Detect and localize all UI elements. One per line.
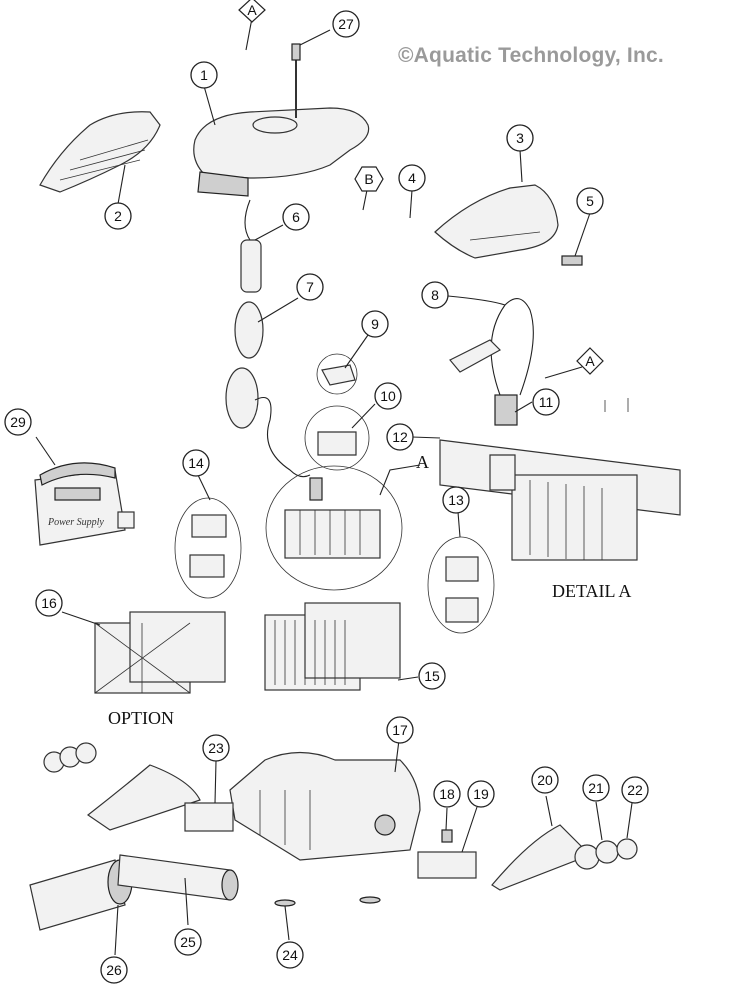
svg-text:23: 23 — [208, 740, 224, 756]
svg-text:1: 1 — [200, 67, 208, 83]
callout-3: 3 — [506, 124, 534, 152]
callout-4: 4 — [398, 164, 426, 192]
svg-text:3: 3 — [516, 130, 524, 146]
motor-detail-a — [439, 298, 681, 561]
leader-lines — [35, 17, 633, 956]
svg-text:6: 6 — [292, 209, 300, 225]
top-cover-right — [434, 184, 559, 259]
svg-text:11: 11 — [539, 394, 554, 410]
callout-22: 22 — [621, 776, 649, 804]
svg-text:10: 10 — [380, 388, 396, 404]
swivel-cable — [225, 199, 311, 478]
callout-17: 17 — [386, 716, 414, 744]
detail-a-caption: DETAIL A — [552, 581, 631, 601]
copyright-text: ©Aquatic Technology, Inc. — [398, 44, 664, 67]
svg-text:29: 29 — [10, 414, 26, 430]
svg-text:5: 5 — [586, 193, 594, 209]
callout-9: 9 — [361, 310, 389, 338]
bracket-part — [321, 364, 356, 386]
callout-10: 10 — [374, 382, 402, 410]
svg-text:18: 18 — [439, 786, 455, 802]
filter-fine — [264, 602, 401, 691]
callout-14: 14 — [182, 449, 210, 477]
bumper-inset-14 — [174, 497, 242, 599]
callout-18: 18 — [433, 780, 461, 808]
coupler-inset — [304, 405, 370, 471]
svg-text:15: 15 — [424, 668, 440, 684]
svg-text:12: 12 — [392, 429, 408, 445]
lid-assembly — [193, 43, 370, 197]
filter-option — [94, 611, 226, 694]
svg-text:A: A — [247, 2, 257, 18]
svg-text:2: 2 — [114, 208, 122, 224]
bumper-inset-13 — [427, 536, 495, 634]
marker-a-top: A — [238, 0, 266, 23]
svg-text:9: 9 — [371, 316, 379, 332]
svg-text:21: 21 — [588, 780, 604, 796]
marker-b: B — [354, 166, 384, 192]
svg-text:25: 25 — [180, 934, 196, 950]
clip-part — [561, 255, 583, 266]
callout-13: 13 — [442, 486, 470, 514]
callout-24: 24 — [276, 941, 304, 969]
svg-text:26: 26 — [106, 962, 122, 978]
marker-a-right: A — [576, 347, 604, 375]
callout-26: 26 — [100, 956, 128, 984]
svg-text:24: 24 — [282, 947, 298, 963]
svg-text:A: A — [585, 353, 595, 369]
svg-text:7: 7 — [306, 279, 314, 295]
callout-15: 15 — [418, 662, 446, 690]
svg-text:4: 4 — [408, 170, 416, 186]
callout-27: 27 — [332, 10, 360, 38]
svg-text:B: B — [364, 171, 373, 187]
callout-2: 2 — [104, 202, 132, 230]
callout-29: 29 — [4, 408, 32, 436]
block-23 — [184, 802, 234, 832]
callout-11: 11 — [532, 388, 560, 416]
callout-16: 16 — [35, 589, 63, 617]
callout-1: 1 — [190, 61, 218, 89]
callout-5: 5 — [576, 187, 604, 215]
detail-a-marker: A — [416, 452, 429, 472]
callout-21: 21 — [582, 774, 610, 802]
callout-23: 23 — [202, 734, 230, 762]
svg-text:27: 27 — [338, 16, 354, 32]
roller-tube — [117, 854, 239, 901]
svg-text:8: 8 — [431, 287, 439, 303]
track-left — [86, 764, 201, 831]
svg-text:14: 14 — [188, 455, 204, 471]
motor-small-assembly — [265, 465, 403, 591]
svg-text:17: 17 — [392, 722, 408, 738]
power-supply-label: Power Supply — [47, 517, 104, 528]
callout-7: 7 — [296, 273, 324, 301]
callout-8: 8 — [421, 281, 449, 309]
callout-6: 6 — [282, 203, 310, 231]
callout-20: 20 — [531, 766, 559, 794]
svg-text:20: 20 — [537, 772, 553, 788]
callout-12: 12 — [386, 423, 414, 451]
track-right — [491, 824, 592, 891]
callout-19: 19 — [467, 780, 495, 808]
power-supply: Power Supply — [34, 462, 135, 546]
svg-text:16: 16 — [41, 595, 57, 611]
option-caption: OPTION — [108, 708, 174, 728]
svg-text:19: 19 — [473, 786, 489, 802]
callout-25: 25 — [174, 928, 202, 956]
svg-text:13: 13 — [448, 492, 464, 508]
block-19 — [417, 851, 477, 879]
impeller-cover — [39, 111, 161, 193]
chassis-body — [229, 751, 421, 861]
svg-text:22: 22 — [627, 782, 643, 798]
